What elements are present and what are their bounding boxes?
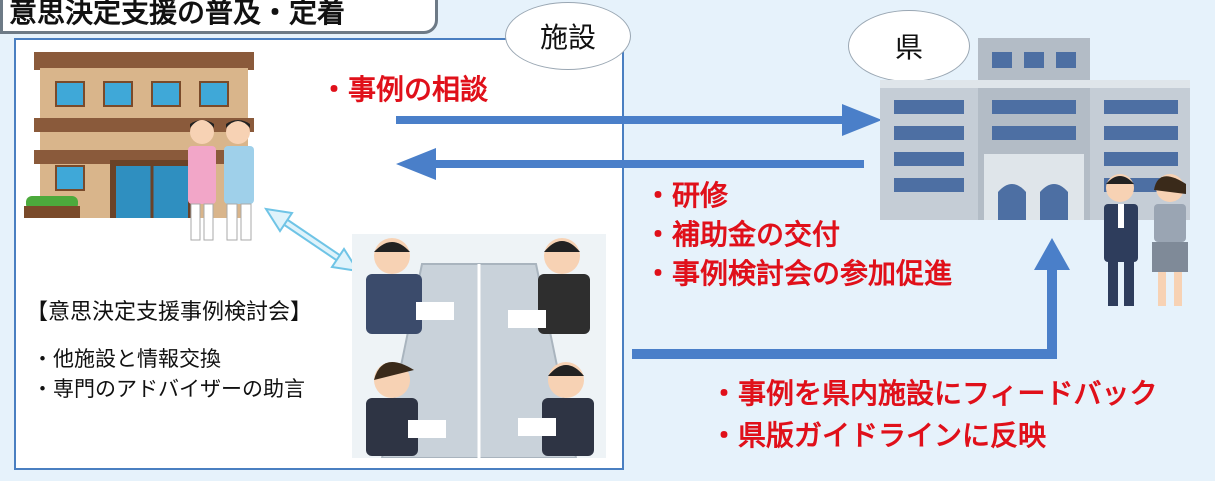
- meeting-item-1: ・他施設と情報交換: [32, 347, 221, 371]
- arrow-to-prefecture: [396, 104, 882, 136]
- officials-icon: [1104, 174, 1188, 306]
- support-item-1: ・研修: [644, 179, 729, 212]
- facility-bubble: 施設: [505, 2, 631, 70]
- two-way-arrow-icon: [263, 207, 361, 273]
- prefectural-office-icon: [880, 38, 1190, 220]
- feedback-item-1: ・事例を県内施設にフィードバック: [710, 377, 1158, 410]
- title-tab: 意思決定支援の普及・定着: [0, 0, 438, 34]
- feedback-item-2: ・県版ガイドラインに反映: [710, 419, 1047, 452]
- prefecture-bubble: 県: [848, 10, 970, 82]
- support-item-2: ・補助金の交付: [644, 218, 841, 251]
- support-item-3: ・事例検討会の参加促進: [644, 257, 953, 290]
- meeting-title: 【意思決定支援事例検討会】: [26, 300, 313, 325]
- nurses-icon: [188, 120, 254, 241]
- meeting-item-2: ・専門のアドバイザーの助言: [32, 377, 305, 401]
- meeting-illustration-icon: [352, 234, 606, 458]
- consult-text: ・事例の相談: [320, 73, 489, 106]
- arrow-to-facility: [396, 148, 864, 180]
- arrow-feedback: [632, 238, 1070, 359]
